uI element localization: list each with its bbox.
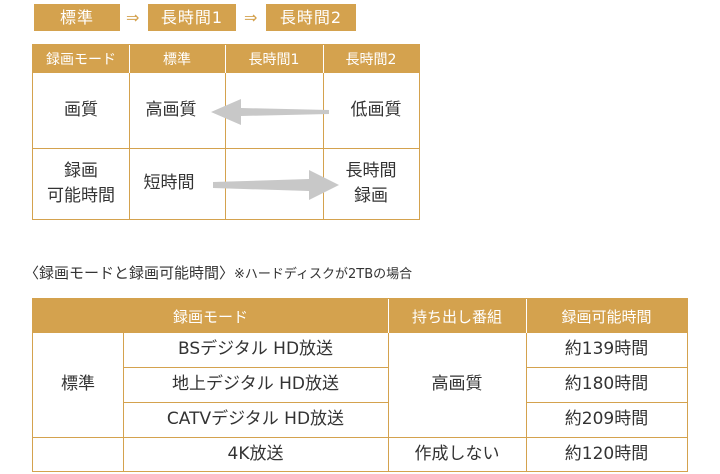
time-table-takeout-4k: 作成しない — [414, 443, 500, 464]
time-table-time-catv: 約209時間 — [564, 409, 649, 430]
mode-table-header-long1: 長時間1 — [225, 45, 323, 73]
time-table-time-4k: 約120時間 — [564, 443, 649, 464]
mode-table-header-long2: 長時間2 — [323, 45, 419, 73]
row-time-label: 録画 可能時間 — [33, 149, 129, 219]
mode-table-header-standard: 標準 — [129, 45, 225, 73]
caption-title: 〈録画モードと録画可能時間〉 — [24, 264, 235, 282]
flow-arrow-1: ⇒ — [126, 8, 140, 27]
row-time-long2: 長時間 録画 — [323, 149, 419, 219]
row-time-standard: 短時間 — [143, 173, 195, 194]
time-table-row-4k: 4K放送 — [227, 443, 284, 464]
row-time-long2-line1: 長時間 — [345, 160, 397, 181]
row-time-label-line2: 可能時間 — [47, 186, 115, 206]
quality-arrow-shape — [211, 99, 329, 125]
table-caption: 〈録画モードと録画可能時間〉※ハードディスクが2TBの場合 — [24, 262, 412, 283]
time-table-header-takeout: 持ち出し番組 — [388, 299, 526, 333]
time-table-header-time: 録画可能時間 — [526, 299, 687, 333]
time-table-takeout-hd: 高画質 — [431, 374, 483, 395]
flow-arrow-2: ⇒ — [244, 8, 258, 27]
recording-time-table: 録画モード 持ち出し番組 録画可能時間 標準 BSデジタル HD放送 地上デジタ… — [32, 298, 688, 472]
time-table-time-bs: 約139時間 — [564, 339, 649, 360]
time-table-row-catv: CATVデジタル HD放送 — [166, 409, 345, 430]
time-arrow-shape — [213, 170, 339, 200]
time-table-group-standard: 標準 — [61, 374, 95, 395]
caption-note: ※ハードディスクが2TBの場合 — [234, 267, 413, 282]
time-table-row-bs: BSデジタル HD放送 — [177, 339, 334, 360]
row-quality-long2: 低画質 — [350, 99, 402, 120]
mode-table-header-mode: 録画モード — [33, 45, 129, 73]
flow-tag-standard: 標準 — [34, 4, 120, 31]
time-table-header-mode: 録画モード — [33, 299, 388, 333]
row-quality-label: 画質 — [64, 99, 98, 120]
row-quality-standard: 高画質 — [145, 99, 197, 120]
flow-tag-long2: 長時間2 — [266, 4, 356, 31]
row-time-long2-line2: 録画 — [354, 186, 388, 206]
time-table-time-terrestrial: 約180時間 — [564, 374, 649, 395]
flow-tag-long1: 長時間1 — [148, 4, 236, 31]
mode-table: 録画モード 標準 長時間1 長時間2 画質 高画質 低画質 録画 可能時間 短時… — [32, 44, 420, 220]
time-table-row-terrestrial: 地上デジタル HD放送 — [172, 374, 339, 395]
row-time-label-line1: 録画 — [64, 160, 98, 181]
